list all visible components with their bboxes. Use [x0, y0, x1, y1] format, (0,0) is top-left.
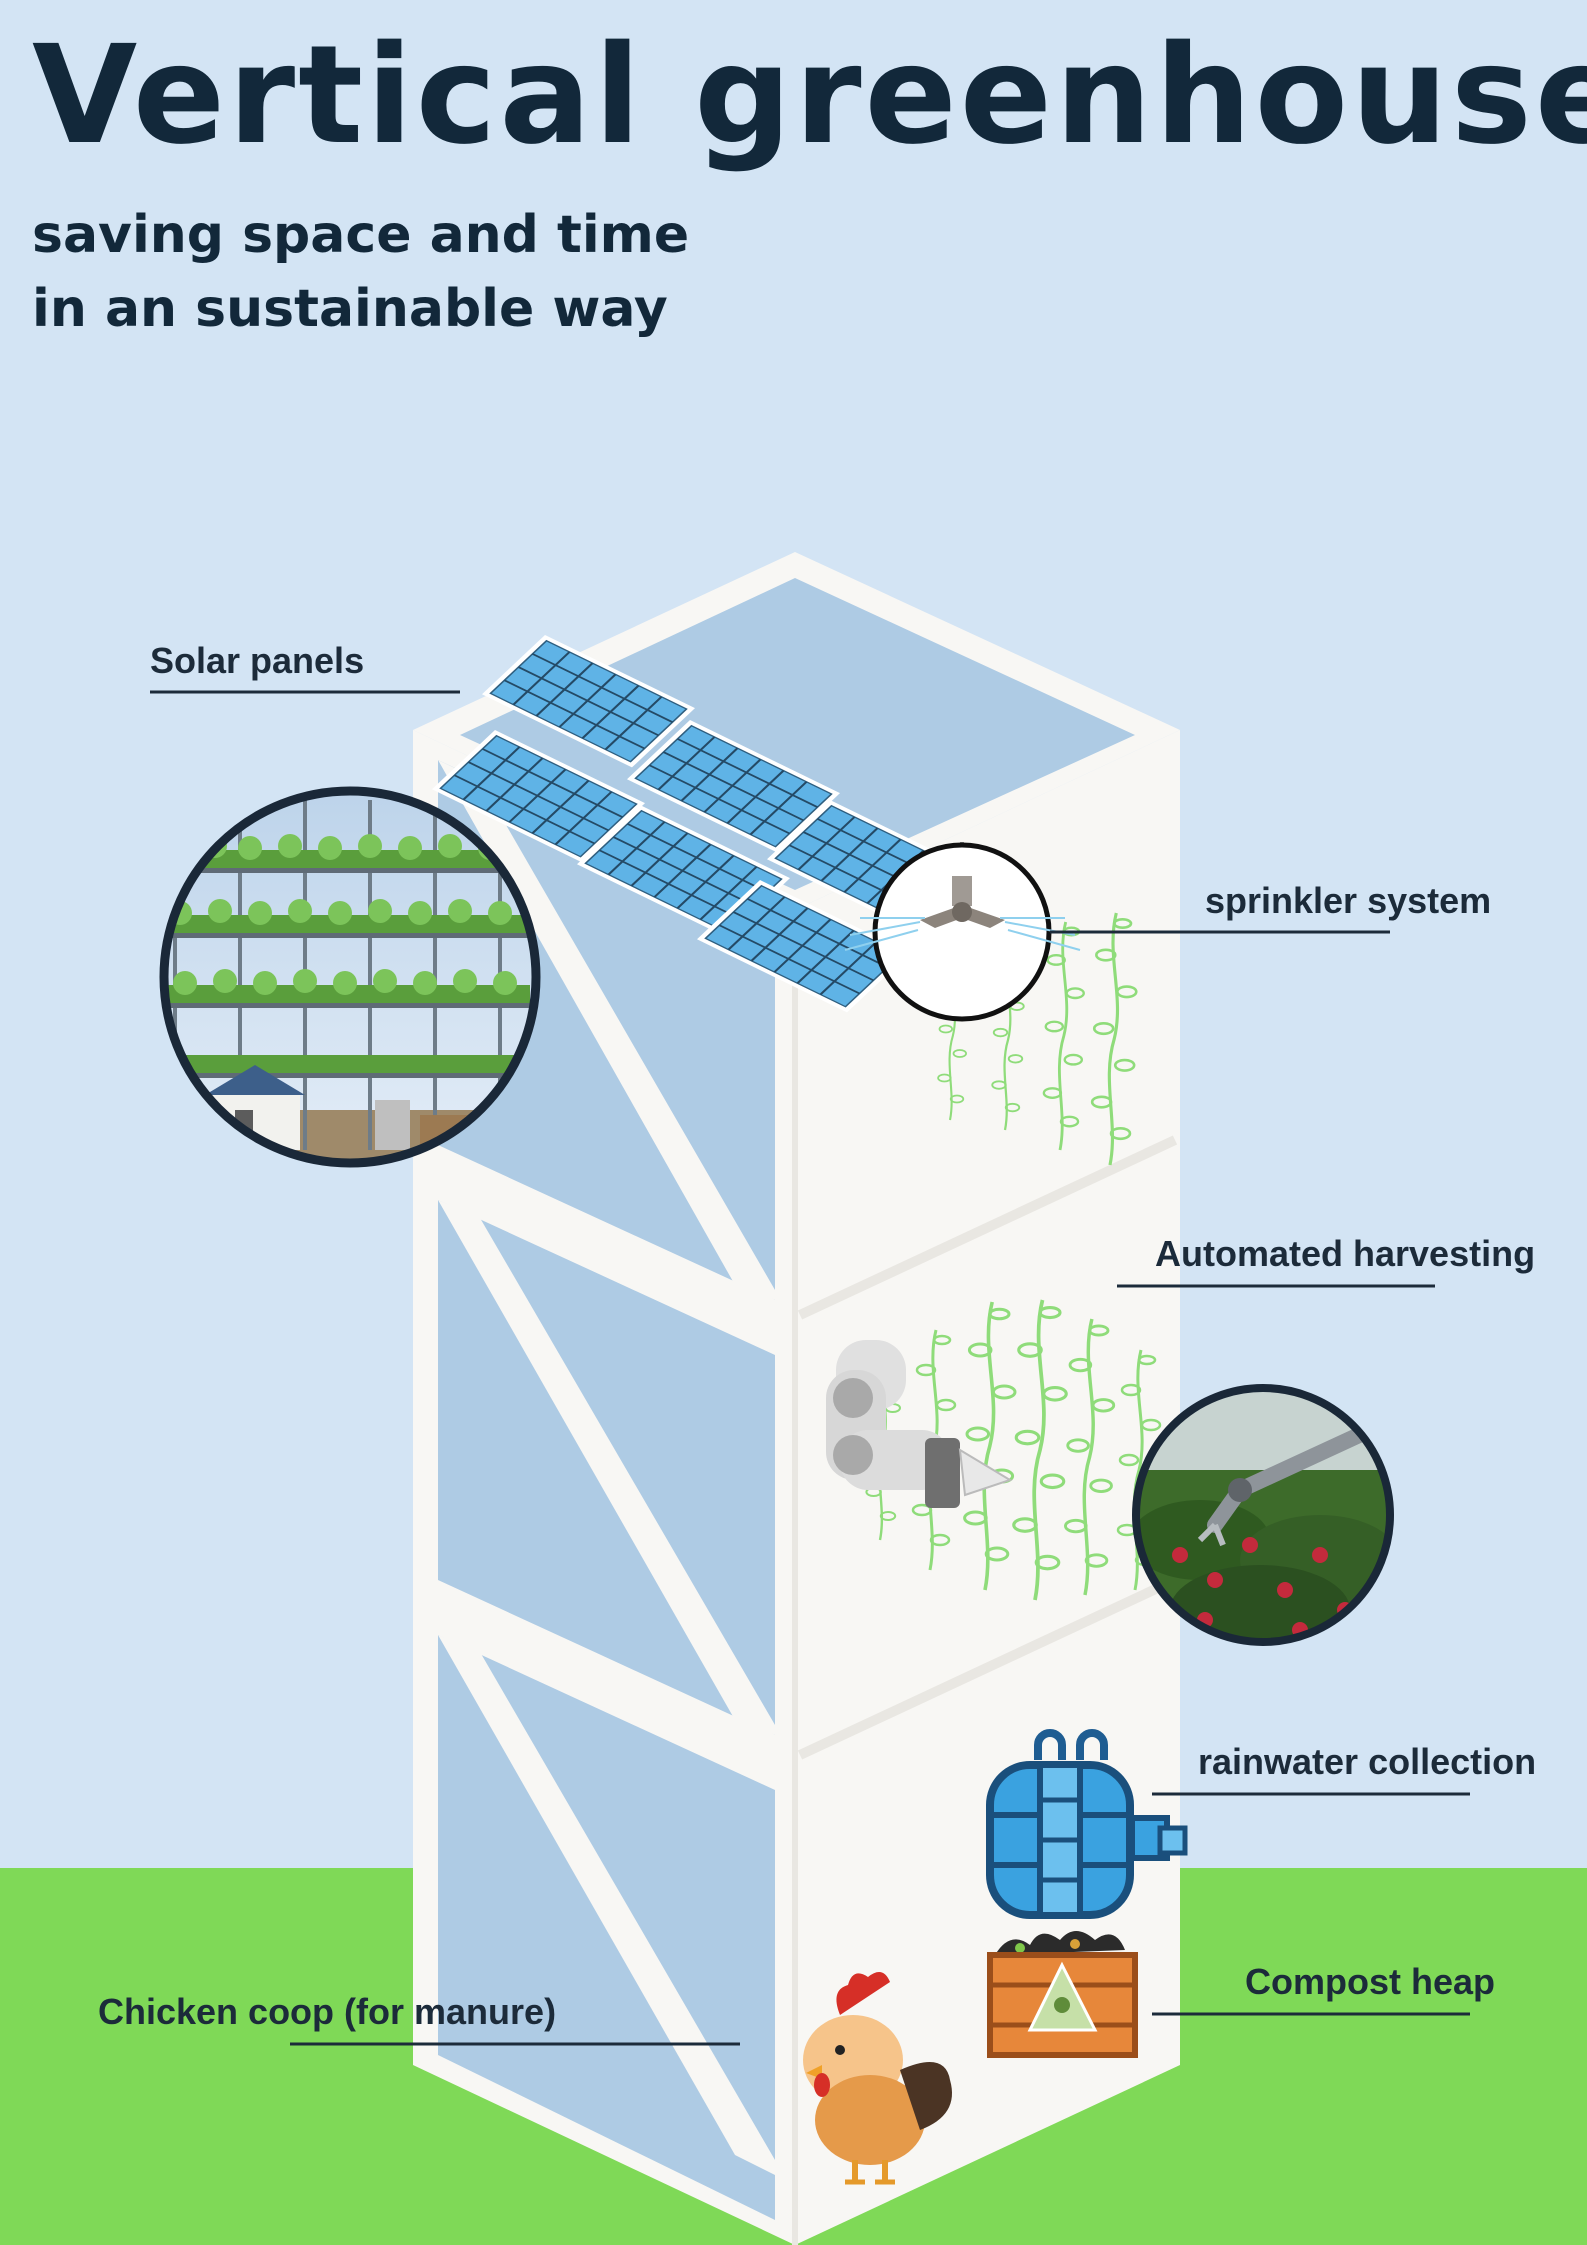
- sprinkler-head-icon: [844, 842, 1081, 1022]
- brace-bottom: [438, 1635, 775, 2175]
- label-rainwater-collection: rainwater collection: [1198, 1741, 1537, 1782]
- robot-arm-icon: [826, 1340, 1013, 1508]
- label-automated-harvesting: Automated harvesting: [1155, 1233, 1536, 1274]
- page-title: Vertical greenhouse: [32, 17, 1587, 175]
- label-chicken-coop: Chicken coop (for manure): [98, 1991, 557, 2032]
- vertical-farm-photo-icon: [159, 786, 541, 1168]
- subtitle-line-1: saving space and time: [32, 205, 690, 265]
- label-solar-panels: Solar panels: [150, 640, 365, 681]
- compost-crate-icon: [987, 1931, 1138, 2058]
- subtitle-line-2: in an sustainable way: [32, 279, 668, 339]
- brace-top: [438, 760, 775, 1300]
- floor-line-1: [797, 1135, 1178, 1320]
- label-compost-heap: Compost heap: [1245, 1961, 1496, 2002]
- floor-line-2: [797, 1575, 1178, 1760]
- brace-middle: [438, 1200, 775, 1735]
- callout-lines: [150, 690, 1470, 2046]
- chicken-icon: [803, 1972, 952, 2185]
- rainwater-tank-icon: [986, 1729, 1188, 1919]
- label-sprinkler-system: sprinkler system: [1205, 880, 1492, 921]
- robot-berry-harvest-photo-icon: [1132, 1384, 1394, 1646]
- page-subtitle: saving space and time in an sustainable …: [32, 198, 689, 346]
